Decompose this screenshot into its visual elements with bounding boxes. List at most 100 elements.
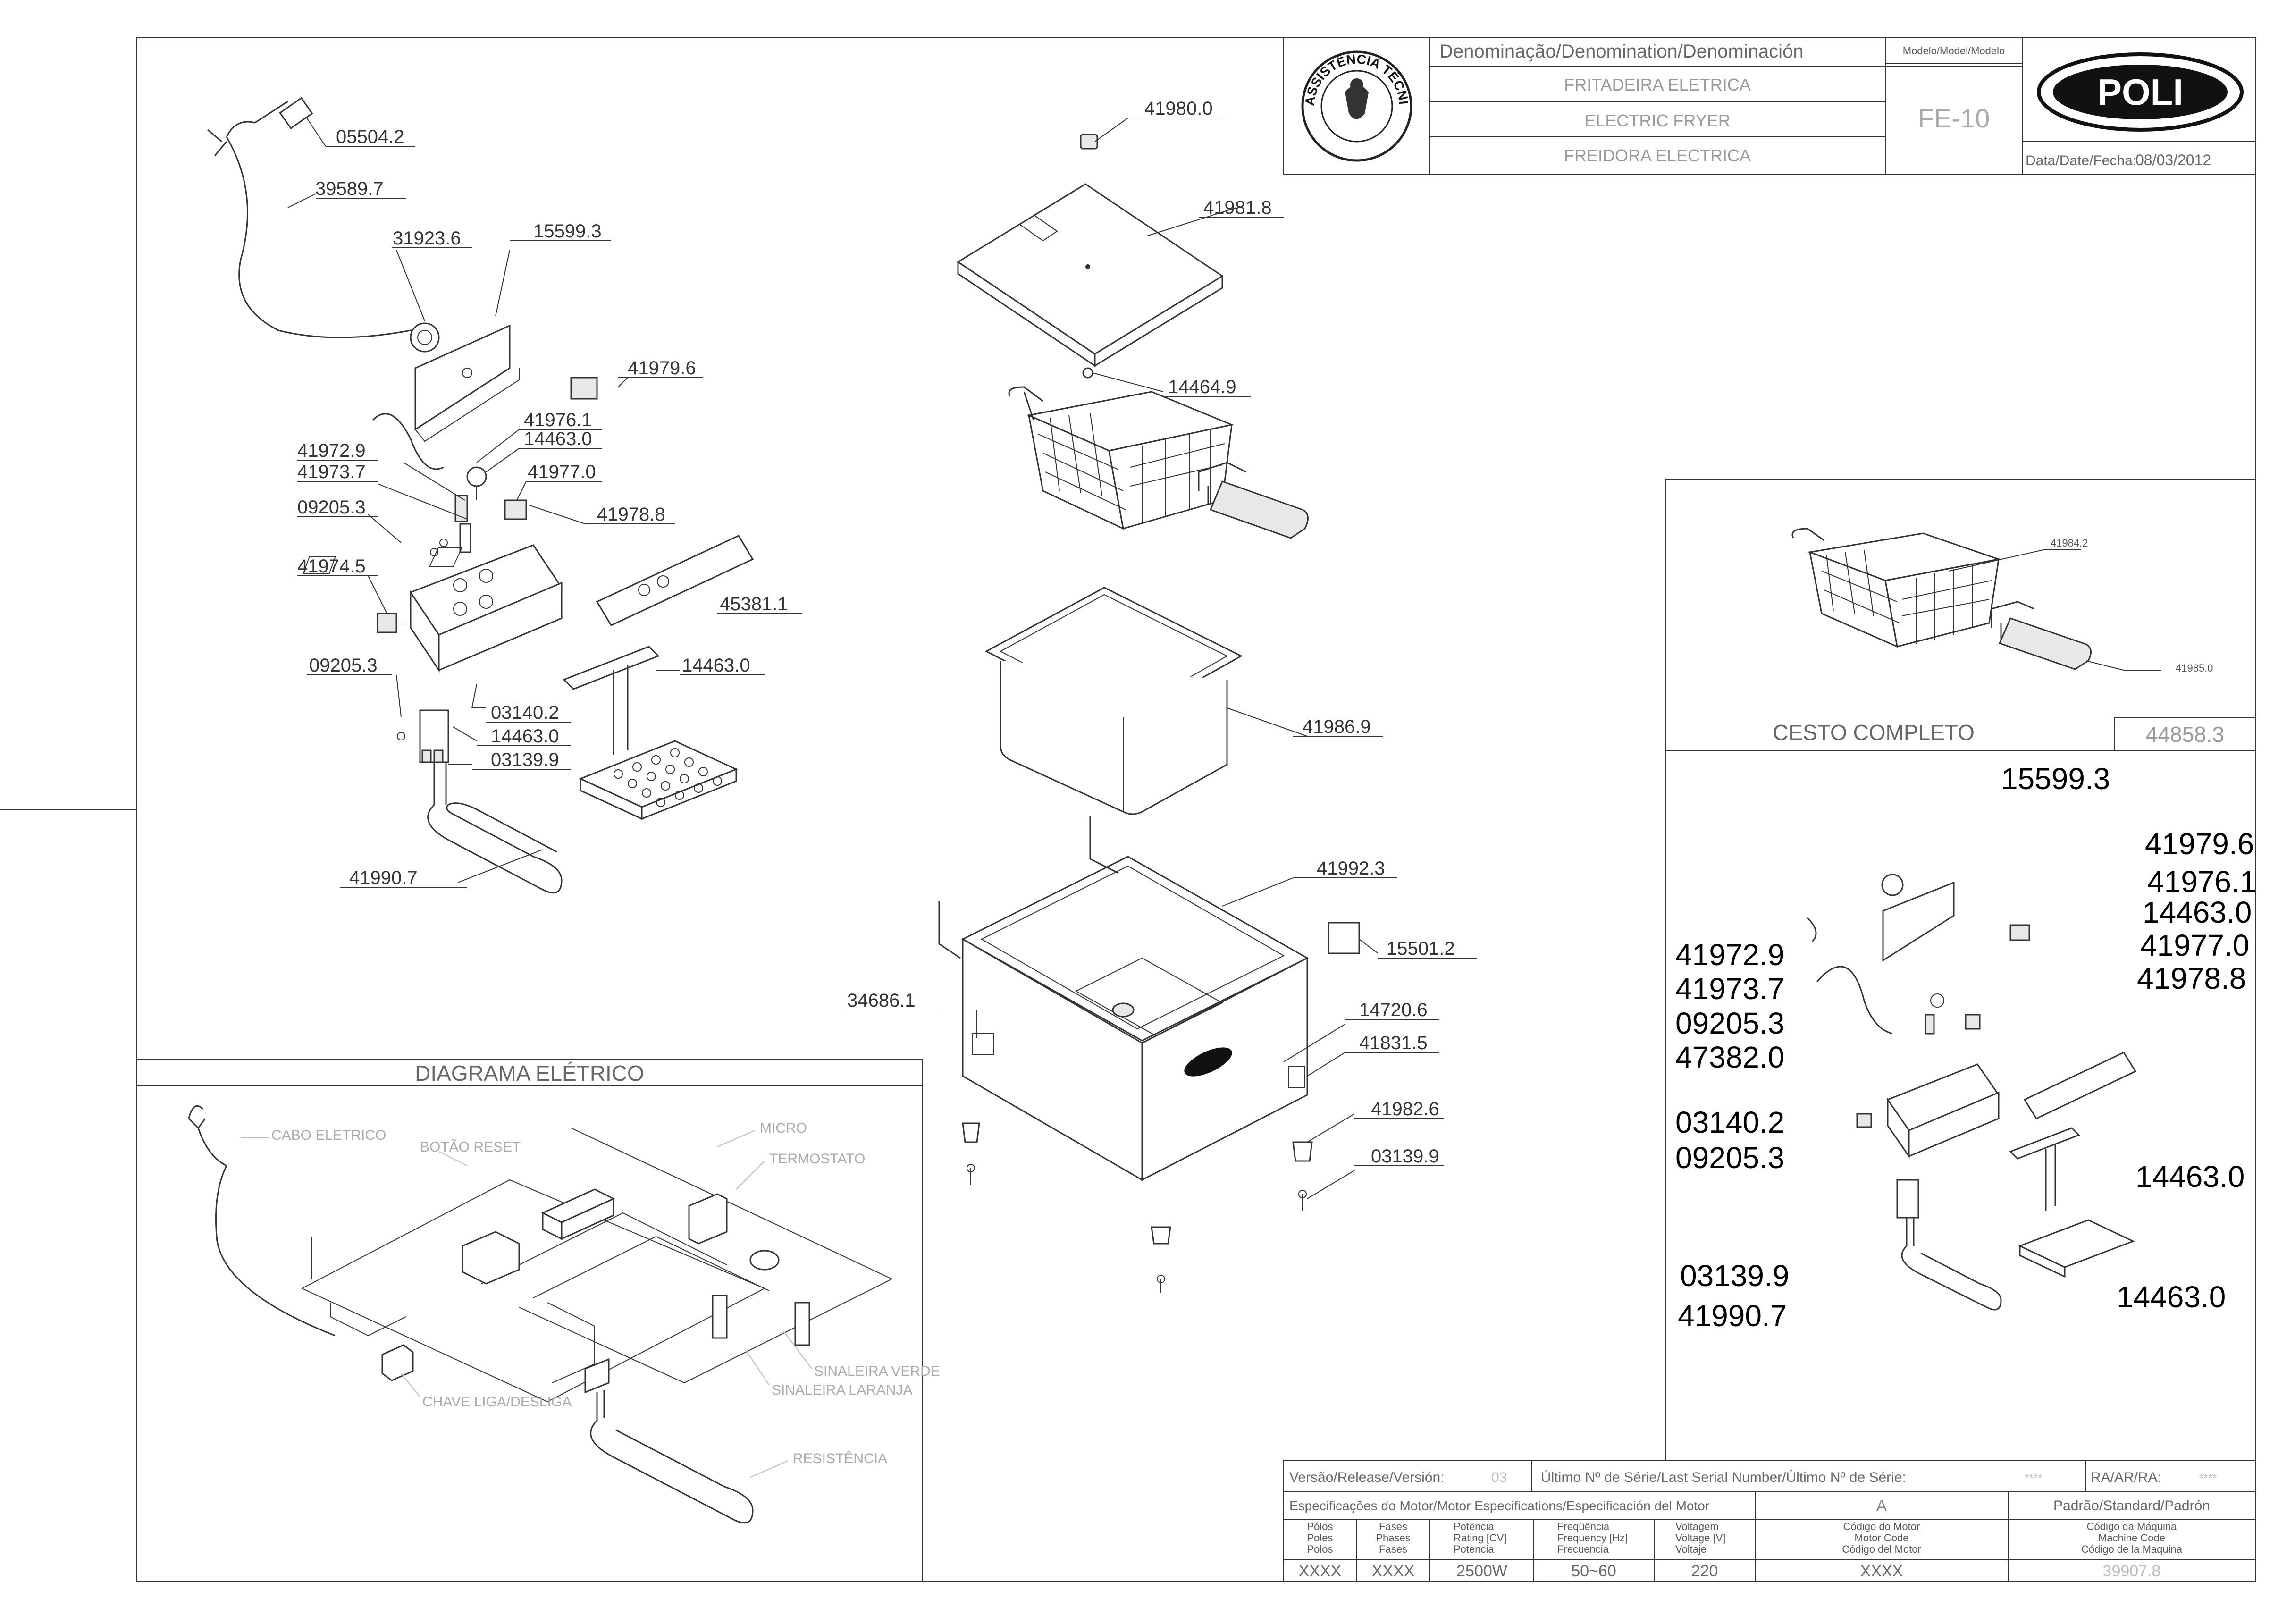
col-machine-code-es: Código de la Maquina xyxy=(2081,1543,2183,1555)
part-label: 09205.3 xyxy=(297,497,366,518)
voltage-value: 220 xyxy=(1691,1562,1718,1580)
col-power-pt: Potência xyxy=(1454,1521,1494,1532)
detail-code: 14463.0 xyxy=(2143,895,2252,929)
power-value: 2500W xyxy=(1456,1562,1507,1580)
motor-code-value: XXXX xyxy=(1860,1562,1903,1580)
part-label: 41982.6 xyxy=(1371,1099,1439,1119)
part-label: 41976.1 xyxy=(524,410,592,430)
detail-code: 09205.3 xyxy=(1675,1141,1784,1175)
detail-code: 09205.3 xyxy=(1675,1006,1784,1040)
frequency-value: 50~60 xyxy=(1571,1562,1616,1580)
basket-panel-title: CESTO COMPLETO xyxy=(1773,720,1975,745)
detail-code: 03140.2 xyxy=(1675,1105,1784,1139)
version-label: Versão/Release/Versión: xyxy=(1289,1470,1445,1485)
serial-label: Último Nº de Série/Last Serial Number/Úl… xyxy=(1541,1470,1906,1485)
detail-code: 03139.9 xyxy=(1680,1259,1789,1293)
col-poles-es: Polos xyxy=(1307,1543,1333,1555)
part-label: 14464.9 xyxy=(1168,377,1236,397)
authorized-service-seal: ASSISTÊNCIA TÉCNICA AUTORIZADA xyxy=(0,0,1412,162)
control-assembly-view xyxy=(207,97,754,894)
ra-value: **** xyxy=(2199,1472,2217,1485)
serial-value: **** xyxy=(2025,1472,2042,1485)
col-freq-en: Frequency [Hz] xyxy=(1557,1532,1628,1544)
logo-text: POLI xyxy=(2097,71,2183,113)
electrical-label: RESISTÊNCIA xyxy=(793,1451,887,1466)
part-label: 41974.5 xyxy=(297,556,366,577)
part-label: 31923.6 xyxy=(393,228,461,249)
part-label: 41973.7 xyxy=(297,462,366,482)
model-header: Modelo/Model/Modelo xyxy=(1903,45,2005,57)
part-label: 05504.2 xyxy=(336,126,404,147)
part-label: 03139.9 xyxy=(491,749,559,770)
basket-part-label: 41984.2 xyxy=(2051,537,2088,549)
col-phases-es: Fases xyxy=(1379,1543,1407,1555)
motor-spec-label: Especificações do Motor/Motor Especifica… xyxy=(1289,1498,1709,1513)
col-machine-code-en: Machine Code xyxy=(2098,1532,2165,1544)
detail-code: 41979.6 xyxy=(2145,827,2254,861)
part-label: 15501.2 xyxy=(1387,938,1455,959)
fryer-assembly-view xyxy=(938,134,1360,1293)
spec-table: Versão/Release/Versión: 03 Último Nº de … xyxy=(1283,1460,2256,1582)
col-motor-code-es: Código del Motor xyxy=(1842,1543,1921,1555)
motor-letter: A xyxy=(1876,1497,1887,1515)
part-label: 41981.8 xyxy=(1203,197,1272,218)
part-label: 45381.1 xyxy=(720,594,788,614)
electrical-label: TERMOSTATO xyxy=(769,1151,865,1167)
part-labels: 05504.2 39589.7 31923.6 15599.3 41979.6 … xyxy=(297,98,1455,1167)
part-label: 41979.6 xyxy=(628,358,696,379)
title-block: ASSISTÊNCIA TÉCNICA AUTORIZADA Denominaç… xyxy=(0,0,2256,175)
detail-code: 14463.0 xyxy=(2135,1160,2245,1194)
part-label: 03140.2 xyxy=(491,702,559,723)
part-label: 41990.7 xyxy=(349,867,418,888)
denomination-header: Denominação/Denomination/Denominación xyxy=(1439,41,1804,62)
col-voltage-pt: Voltagem xyxy=(1675,1521,1719,1532)
col-power-en: Rating [CV] xyxy=(1454,1532,1507,1544)
part-label: 34686.1 xyxy=(847,990,916,1011)
detail-code: 41973.7 xyxy=(1675,972,1784,1006)
part-label: 41992.3 xyxy=(1317,858,1385,879)
col-machine-code-pt: Código da Máquina xyxy=(2087,1521,2177,1532)
detail-code: 41990.7 xyxy=(1678,1299,1787,1333)
part-label: 14463.0 xyxy=(524,429,592,449)
col-voltage-es: Voltaje xyxy=(1675,1543,1707,1555)
part-label: 14720.6 xyxy=(1359,1000,1428,1020)
electrical-diagram: DIAGRAMA ELÉTRICO CABO ELETRICO xyxy=(136,1059,940,1582)
electrical-label: CHAVE LIGA/DESLIGA xyxy=(422,1394,572,1410)
complete-basket-panel: 41984.2 41985.0 CESTO COMPLETO 44858.3 xyxy=(1665,479,2256,751)
date-label: Data/Date/Fecha: xyxy=(2026,153,2136,168)
part-label: 03139.9 xyxy=(1371,1146,1439,1167)
column-headers: Pólos Poles Polos Fases Phases Fases Pot… xyxy=(1307,1521,2182,1555)
col-motor-code-pt: Código do Motor xyxy=(1843,1521,1920,1532)
part-label: 39589.7 xyxy=(315,178,384,199)
part-label: 14463.0 xyxy=(491,726,559,747)
electrical-diagram-title: DIAGRAMA ELÉTRICO xyxy=(415,1061,644,1085)
electrical-label: SINALEIRA LARANJA xyxy=(772,1382,912,1398)
part-label: 15599.3 xyxy=(533,221,602,242)
electrical-label: BOTÃO RESET xyxy=(420,1139,521,1155)
cabinet-logo xyxy=(1184,1047,1232,1077)
product-name-pt: FRITADEIRA ELETRICA xyxy=(1564,75,1750,94)
standard-label: Padrão/Standard/Padrón xyxy=(2053,1498,2210,1514)
detail-code: 15599.3 xyxy=(2001,762,2110,796)
version-value: 03 xyxy=(1491,1470,1507,1485)
detail-code: 41978.8 xyxy=(2137,961,2246,995)
part-label: 41831.5 xyxy=(1359,1033,1428,1053)
col-phases-en: Phases xyxy=(1376,1532,1410,1544)
seal-text: ASSISTÊNCIA TÉCNICA AUTORIZADA xyxy=(0,0,1411,107)
electrical-label: SINALEIRA VERDE xyxy=(814,1363,940,1379)
col-phases-pt: Fases xyxy=(1379,1521,1407,1532)
col-poles-pt: Pólos xyxy=(1307,1521,1333,1532)
part-label: 41977.0 xyxy=(528,462,596,482)
svg-text:ASSISTÊNCIA TÉCNICA AUTORIZADA: ASSISTÊNCIA TÉCNICA AUTORIZADA xyxy=(0,0,1411,107)
ra-label: RA/AR/RA: xyxy=(2091,1470,2161,1485)
detail-code: 14463.0 xyxy=(2117,1280,2226,1314)
poles-value: XXXX xyxy=(1299,1562,1342,1580)
poli-logo: POLI xyxy=(2037,52,2244,132)
col-freq-es: Frecuencia xyxy=(1557,1543,1609,1555)
control-detail-panel: 15599.3 41979.6 41976.1 14463.0 41977.0 … xyxy=(1665,750,2256,1461)
product-name-en: ELECTRIC FRYER xyxy=(1584,111,1730,130)
part-label: 41972.9 xyxy=(297,440,366,461)
part-label: 41978.8 xyxy=(597,504,665,525)
machine-code-value: 39907.8 xyxy=(2103,1562,2161,1580)
